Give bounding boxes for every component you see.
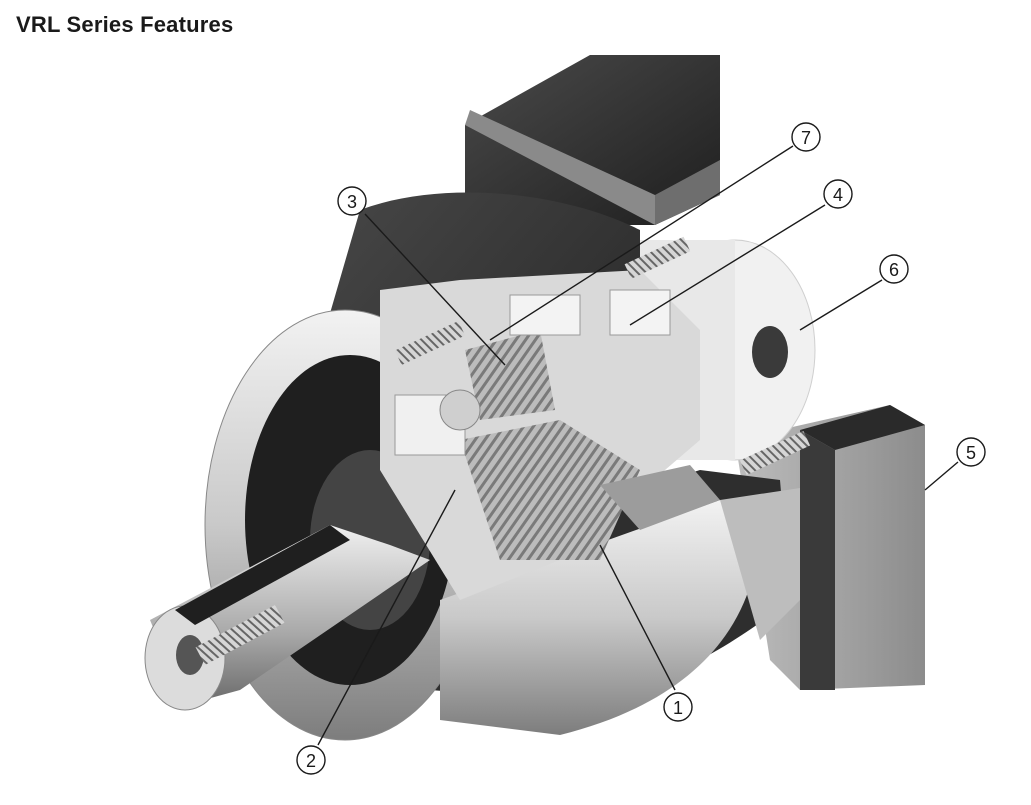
callout-4-label: 4 <box>833 185 843 205</box>
motor-adapter-block <box>465 55 720 225</box>
callout-5: 5 <box>924 437 986 491</box>
callout-4: 4 <box>629 179 853 326</box>
output-shaft <box>144 525 430 711</box>
callout-1: 1 <box>599 544 693 722</box>
callout-6: 6 <box>799 254 909 331</box>
callout-2-label: 2 <box>306 751 316 771</box>
output-housing-cylinder <box>440 488 800 735</box>
callout-3: 3 <box>337 186 506 366</box>
callout-2: 2 <box>296 489 456 775</box>
callout-3-label: 3 <box>347 192 357 212</box>
internal-cutaway-section <box>380 270 720 600</box>
output-flange-plate <box>735 405 925 690</box>
housing-screws <box>394 236 811 476</box>
callout-6-label: 6 <box>889 260 899 280</box>
callout-7-label: 7 <box>801 128 811 148</box>
callout-5-label: 5 <box>966 443 976 463</box>
callout-1-label: 1 <box>673 698 683 718</box>
page-title: VRL Series Features <box>16 12 234 37</box>
callout-7: 7 <box>489 122 821 341</box>
